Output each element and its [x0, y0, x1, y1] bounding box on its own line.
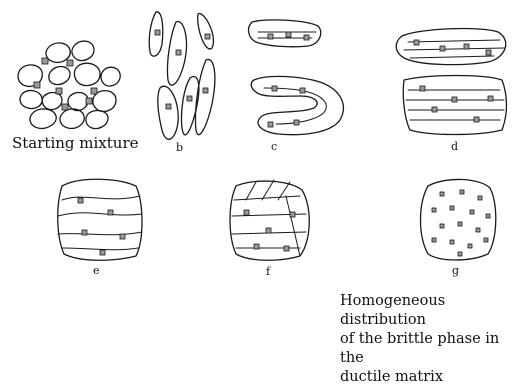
stage-g-label: g [452, 265, 459, 276]
stage-e-particle [58, 179, 142, 260]
stage-g-particle [421, 179, 496, 260]
starting-mixture-label: Starting mixture [12, 136, 139, 151]
caption-line-2: of the brittle phase in the [340, 330, 526, 368]
ball-milling-stages-diagram: Starting mixture b c d e f g Homogeneous… [0, 0, 529, 349]
stage-e-label: e [93, 265, 100, 276]
stage-d-lamellar [396, 29, 506, 135]
stage-f-label: f [266, 266, 270, 277]
stage-f-particle [230, 180, 309, 260]
caption-line-1: Homogeneous distribution [340, 292, 526, 330]
stage-c-composite [249, 20, 344, 135]
stage-c-label: c [271, 141, 277, 152]
homogeneous-caption: Homogeneous distribution of the brittle … [340, 292, 526, 387]
stage-d-label: d [451, 141, 458, 152]
starting-mixture-particles [18, 41, 120, 128]
caption-line-3: ductile matrix [340, 368, 526, 387]
stage-b-label: b [176, 142, 183, 153]
stage-b-flakes [149, 12, 215, 139]
